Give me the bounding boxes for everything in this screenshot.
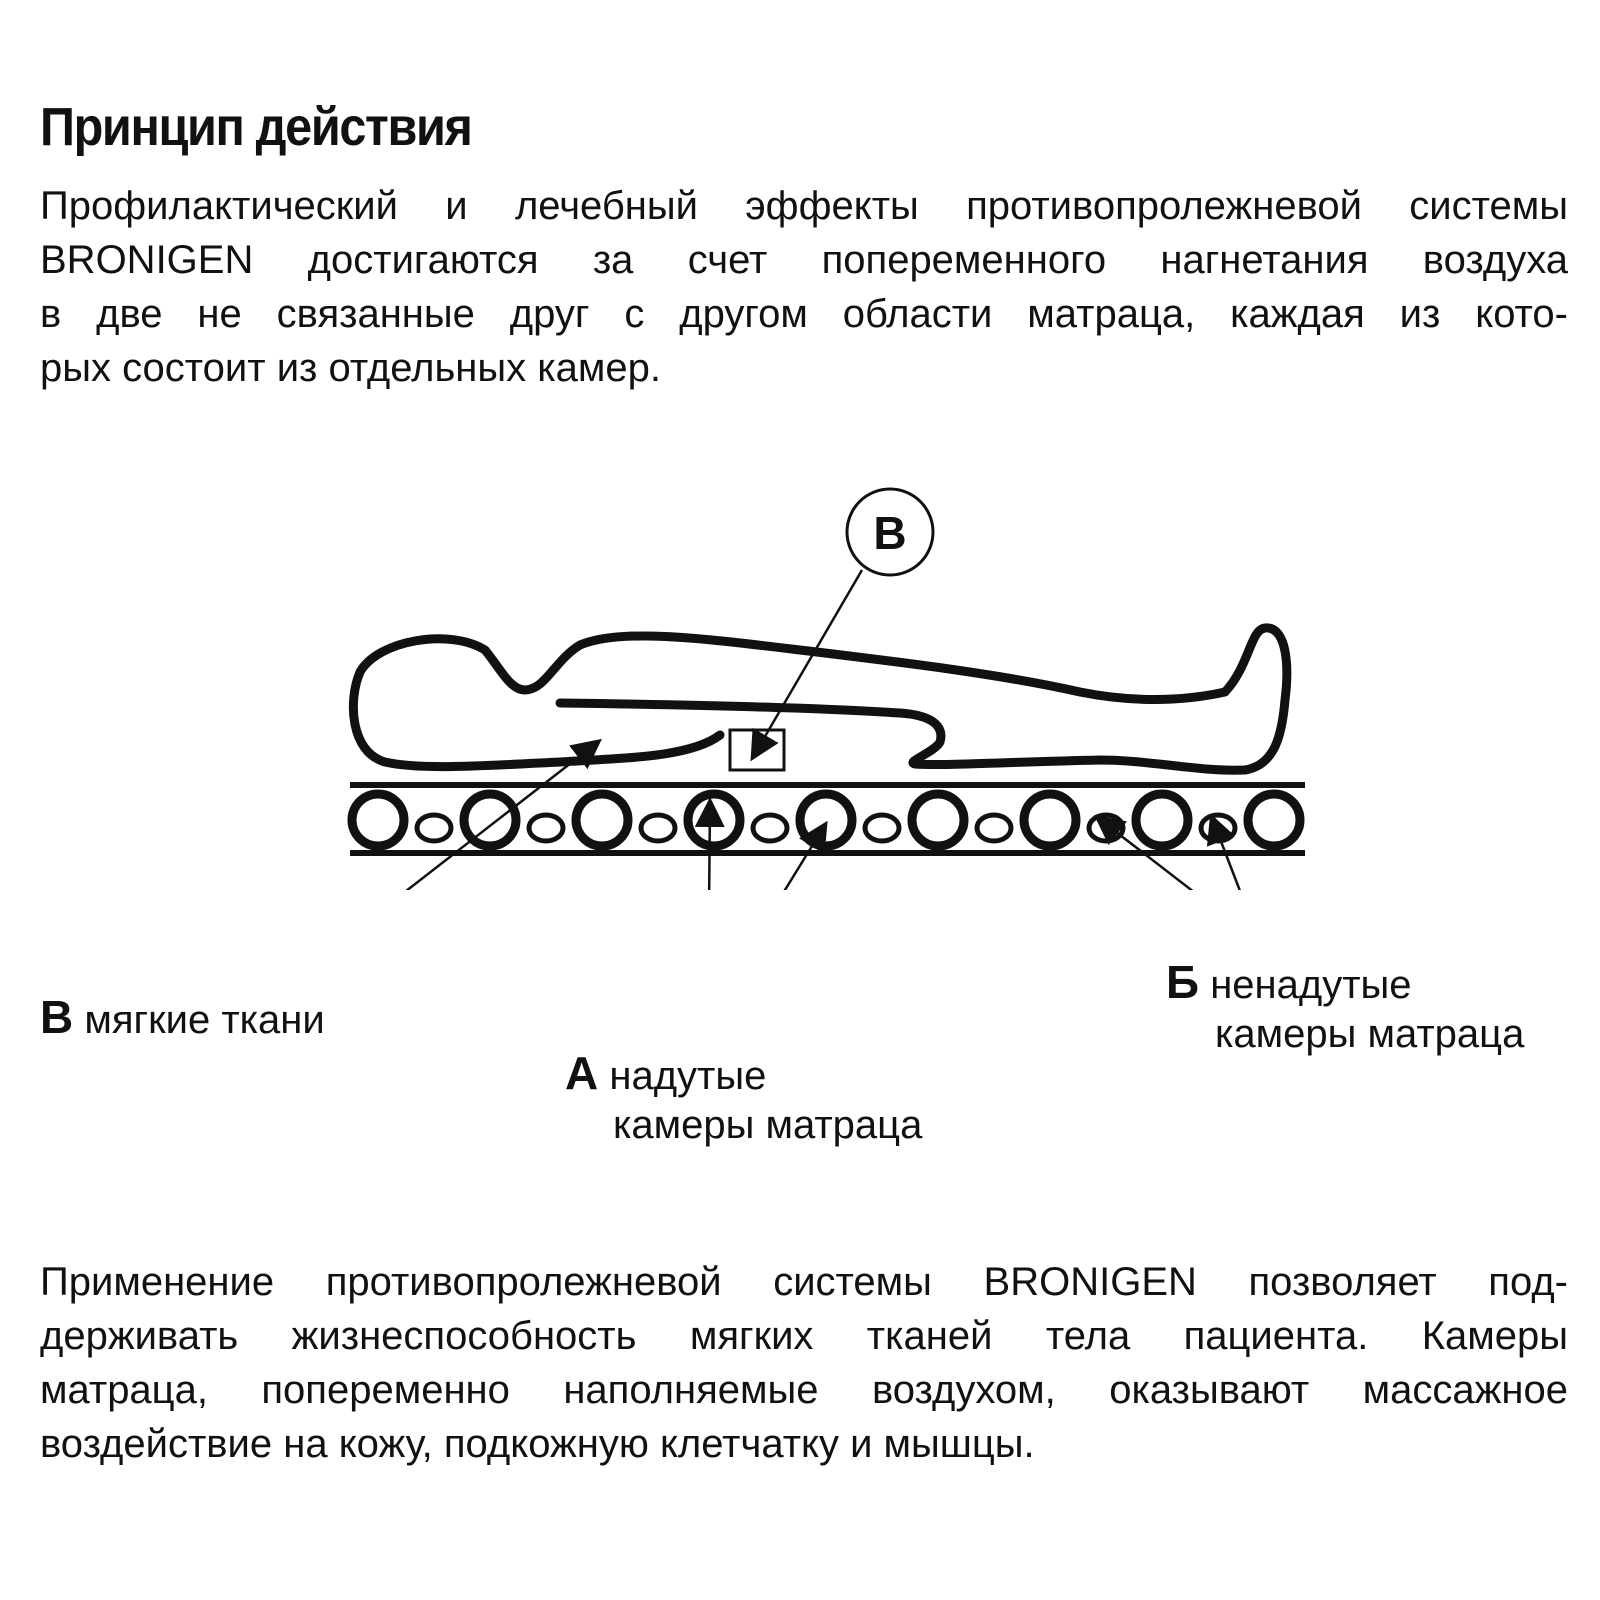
- callout-leader-arrow: [750, 569, 864, 762]
- label-text: мягкие ткани: [84, 998, 325, 1042]
- label-text: ненадутые: [1210, 963, 1412, 1007]
- label-inflated-chambers-line2: камеры матраца: [613, 1103, 923, 1147]
- label-inflated-chambers: А надутые: [565, 1048, 766, 1101]
- deflated-chamber: [750, 812, 790, 844]
- inflated-leader-arrow: [783, 820, 828, 890]
- outro-line: Применение противопролежневой системы BR…: [40, 1260, 1568, 1304]
- soft-tissue-leader-arrow: [405, 738, 602, 890]
- inflated-chamber: [1243, 789, 1305, 851]
- mattress-diagram: В: [347, 487, 1305, 890]
- deflated-leader-arrow: [1206, 813, 1241, 890]
- label-deflated-chambers: Б ненадутые: [1166, 957, 1412, 1010]
- deflated-chamber: [862, 812, 902, 844]
- inflated-chamber: [795, 789, 857, 851]
- inflated-chamber: [459, 789, 521, 851]
- deflated-chamber: [1086, 812, 1126, 844]
- label-letter: В: [40, 991, 74, 1043]
- page-title: Принцип действия: [40, 97, 473, 157]
- outro-line: держивать жизнеспособность мягких тканей…: [40, 1314, 1568, 1358]
- inflated-leader-arrow: [694, 797, 725, 890]
- deflated-chamber: [526, 812, 566, 844]
- inflated-chamber: [907, 789, 969, 851]
- outro-line: матраца, попеременно наполняемые воздухо…: [40, 1368, 1568, 1412]
- inflated-chamber: [683, 789, 745, 851]
- label-soft-tissue: В мягкие ткани: [40, 992, 325, 1045]
- intro-line: рых состоит из отдельных камер.: [40, 346, 661, 390]
- label-deflated-chambers-line2: камеры матраца: [1215, 1012, 1525, 1056]
- label-letter: А: [565, 1047, 599, 1099]
- deflated-chamber: [638, 812, 678, 844]
- inflated-chamber: [1131, 789, 1193, 851]
- inflated-chamber: [347, 789, 409, 851]
- inflated-chamber: [1019, 789, 1081, 851]
- callout-letter: В: [873, 507, 906, 559]
- intro-paragraph: Профилактический и лечебный эффекты прот…: [40, 179, 1568, 395]
- label-letter: Б: [1166, 956, 1200, 1008]
- inflated-chamber: [571, 789, 633, 851]
- intro-line: Профилактический и лечебный эффекты прот…: [40, 184, 1568, 228]
- deflated-chamber: [414, 812, 454, 844]
- deflated-chamber: [974, 812, 1014, 844]
- patient-body-outline: [348, 623, 1292, 775]
- outro-paragraph: Применение противопролежневой системы BR…: [40, 1255, 1568, 1471]
- intro-line: в две не связанные друг с другом области…: [40, 292, 1568, 336]
- outro-line: воздействие на кожу, подкожную клетчатку…: [40, 1422, 1035, 1466]
- deflated-leader-arrow: [1094, 814, 1194, 890]
- callout-circle: [845, 487, 935, 577]
- label-text: надутые: [609, 1054, 767, 1098]
- intro-line: BRONIGEN достигаются за счет попеременно…: [40, 238, 1568, 282]
